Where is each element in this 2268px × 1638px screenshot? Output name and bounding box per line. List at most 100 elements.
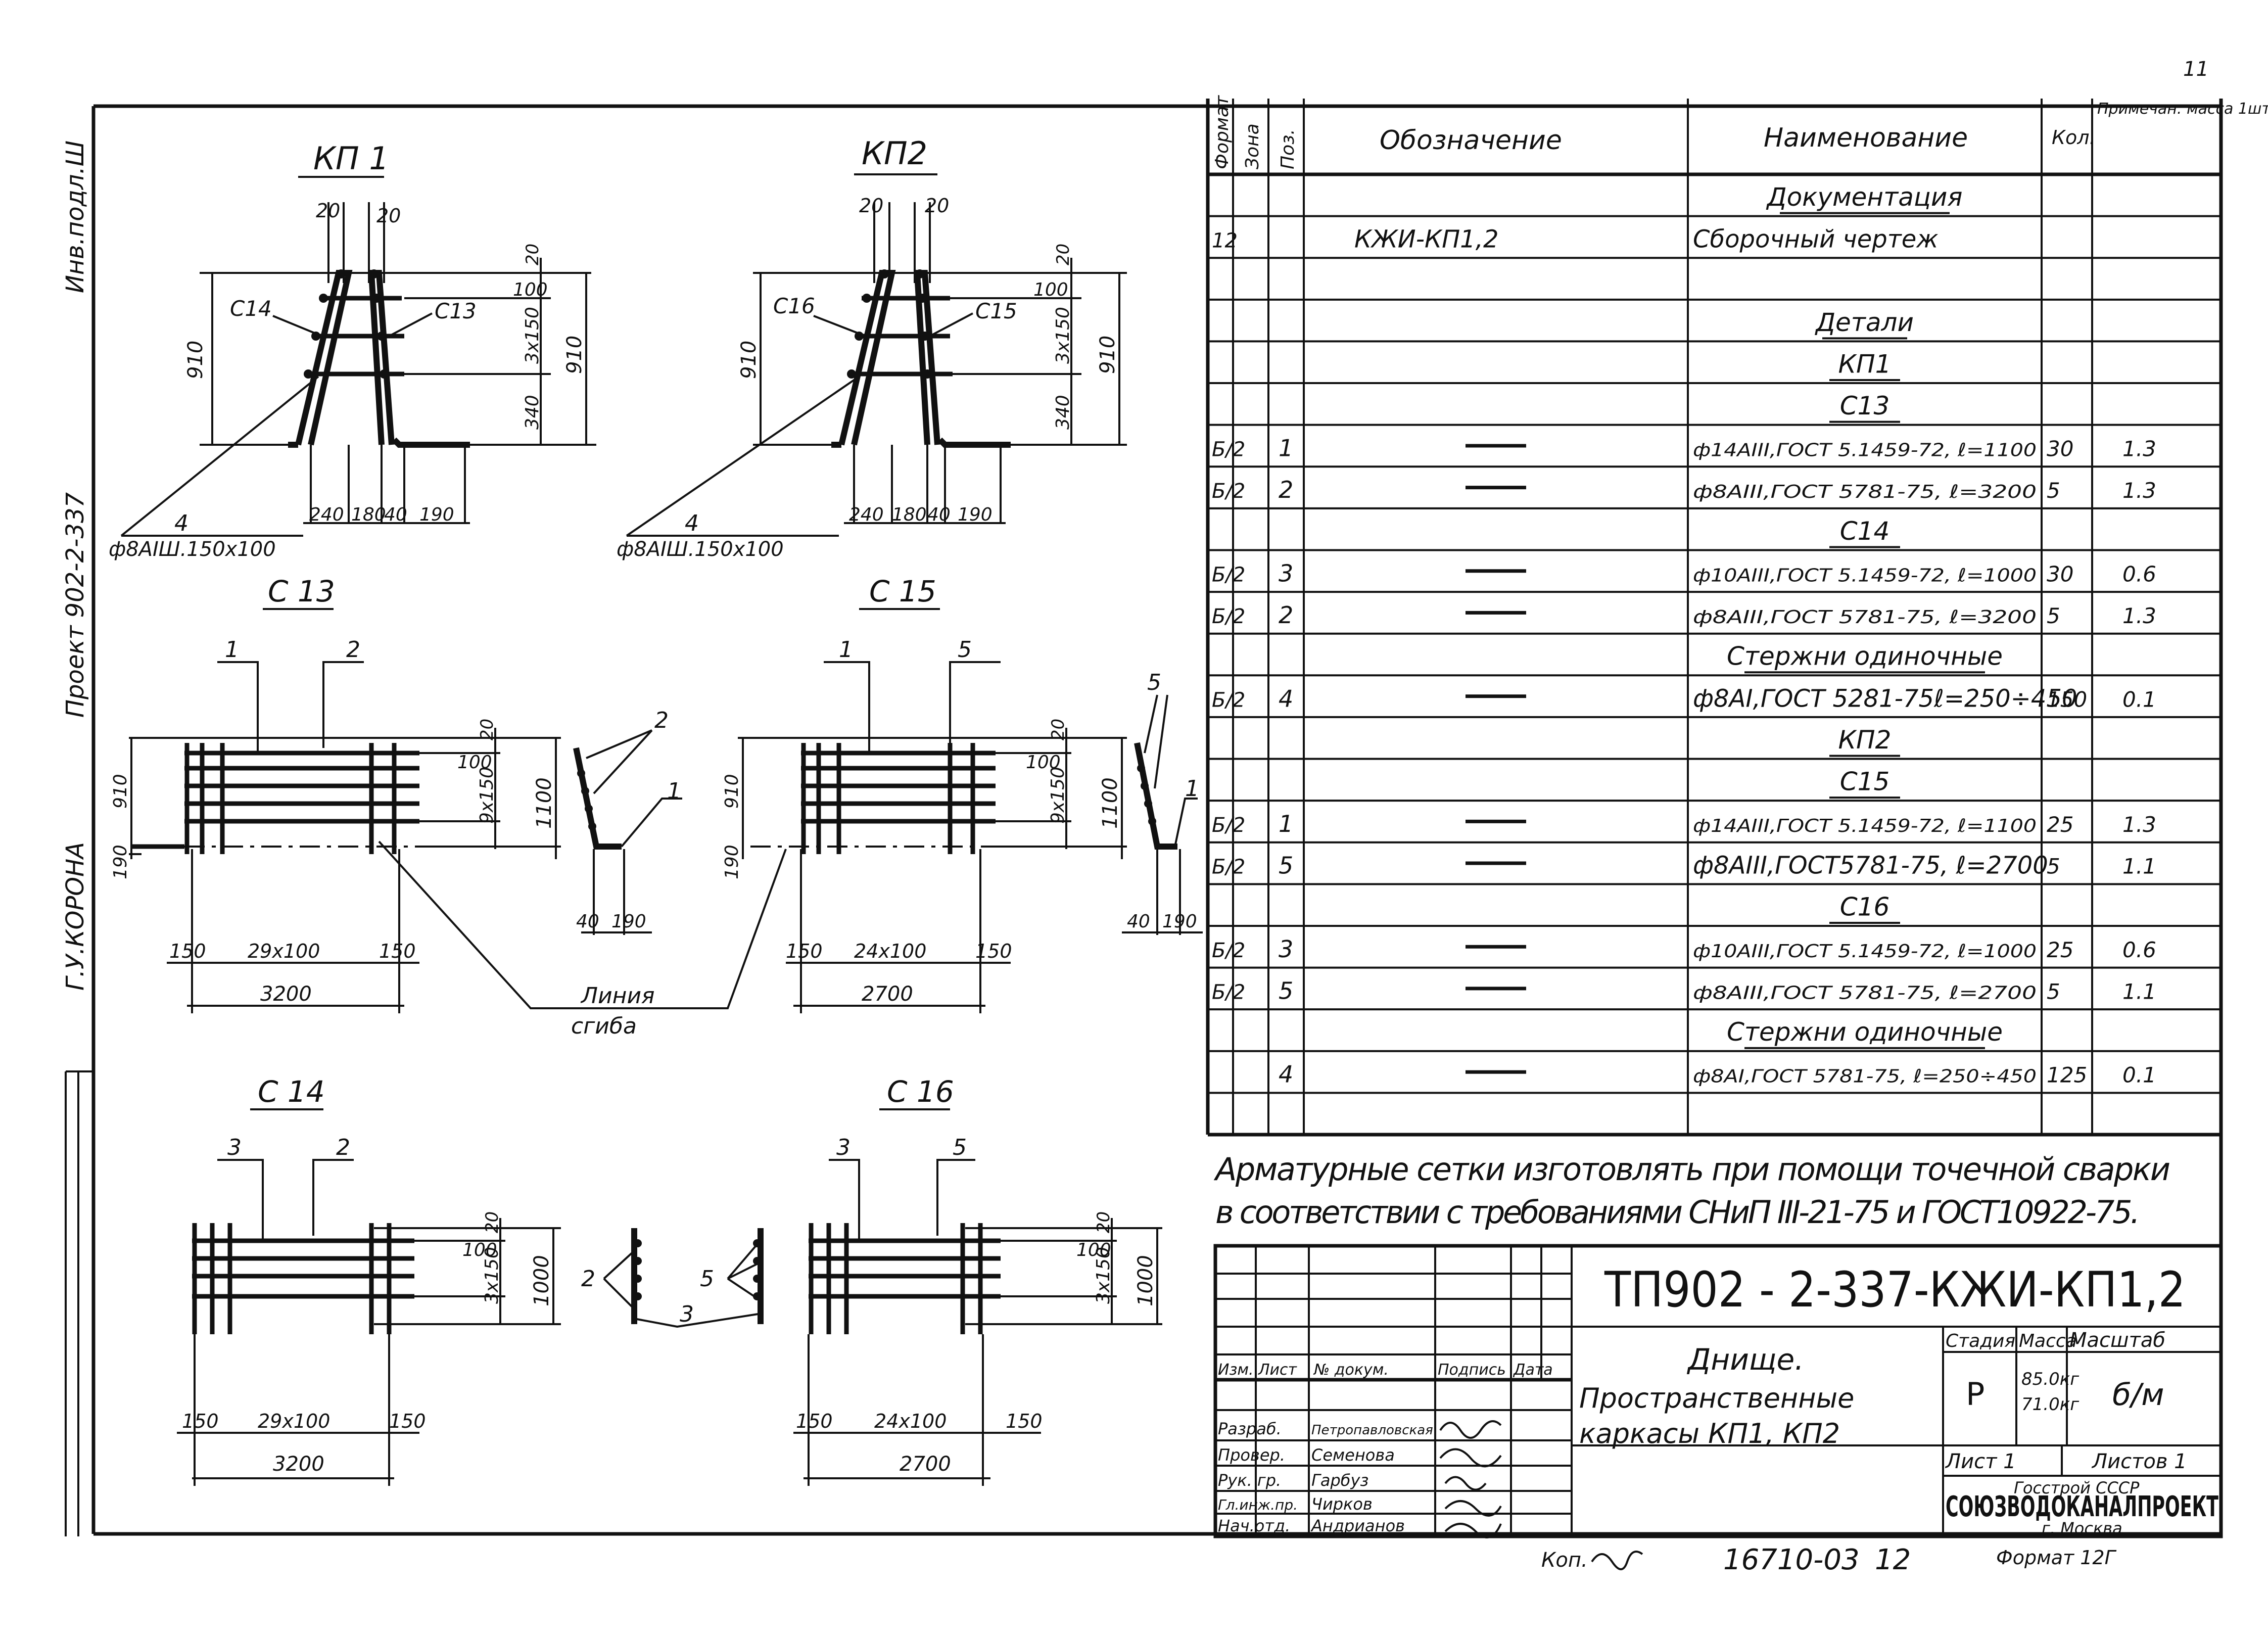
c13-profile-dim-40: 40 xyxy=(576,911,599,932)
c13-profile-num-2: 2 xyxy=(654,708,669,733)
spec-row-format: Б/2 xyxy=(1212,856,1245,879)
spec-header-name: Наименование xyxy=(1764,123,1968,153)
spec-row-qty: 5 xyxy=(2047,854,2060,879)
spec-section-title: Стержни одиночные xyxy=(1727,1017,2003,1047)
c15-dim-9x150: 9х150 xyxy=(1048,767,1068,824)
spec-row-format: 12 xyxy=(1212,229,1238,253)
footer-copier-signature xyxy=(1591,1551,1643,1570)
object-name-line2: Пространственные xyxy=(1579,1382,1854,1414)
spec-section-title: С16 xyxy=(1840,892,1890,921)
c16-dim-100: 100 xyxy=(1076,1240,1111,1260)
spec-row-name: ф8АIII,ГОСТ 5781-75, ℓ=2700 xyxy=(1693,983,2037,1004)
mass-value-2: 71.0кг xyxy=(2021,1394,2080,1415)
c15-profile-num-1: 1 xyxy=(1185,776,1199,802)
kp1-dim-100: 100 xyxy=(513,279,548,300)
spec-row-mass: 1.3 xyxy=(2122,437,2156,461)
person-group-lead: Гарбуз xyxy=(1311,1471,1368,1490)
c14-dim-3x150: 3х150 xyxy=(482,1247,502,1304)
kp1-dim-910-right: 910 xyxy=(563,336,586,374)
kp1-dim-20a: 20 xyxy=(316,200,340,222)
kp2-dim-340: 340 xyxy=(1053,395,1073,430)
c15-num-1: 1 xyxy=(839,637,853,663)
c14-num-2: 2 xyxy=(336,1135,350,1160)
spec-row-name: ф8АI,ГОСТ 5781-75, ℓ=250÷450 xyxy=(1693,1066,2037,1087)
kp1-dim-340: 340 xyxy=(522,395,543,430)
kp2-dim-180: 180 xyxy=(892,504,927,525)
kp2-title: КП2 xyxy=(862,135,927,172)
spec-row-designation: КЖИ-КП1,2 xyxy=(1354,225,1499,254)
kp2-label-c15: С15 xyxy=(975,299,1017,323)
role-checker: Провер. xyxy=(1218,1445,1285,1465)
sheet-count: Листов 1 xyxy=(2091,1450,2187,1473)
c13-dim-100: 100 xyxy=(457,752,492,773)
kp1-dim-3x150: 3х150 xyxy=(522,307,543,364)
kp1-dim-20b: 20 xyxy=(376,205,401,227)
c13-profile-num-1: 1 xyxy=(667,778,681,804)
person-chief-engineer: Чирков xyxy=(1311,1494,1373,1514)
mass-label: Масса xyxy=(2019,1331,2077,1351)
c13-dim-20: 20 xyxy=(477,719,497,740)
c15-profile-num-5: 5 xyxy=(1147,670,1161,695)
scale-value: б/м xyxy=(2112,1377,2164,1413)
spec-row-mass: 1.3 xyxy=(2122,603,2156,628)
spec-row-pos: 1 xyxy=(1279,435,1293,462)
person-checker: Семенова xyxy=(1311,1445,1395,1465)
kp2-dim-240: 240 xyxy=(849,504,884,525)
spec-row-name: ф14АIII,ГОСТ 5.1459-72, ℓ=1100 xyxy=(1693,440,2037,461)
spec-row-name: ф8АIII,ГОСТ 5781-75, ℓ=3200 xyxy=(1693,482,2037,502)
kp1-label-c14: С14 xyxy=(230,296,272,321)
spec-row-name: ф10АIII,ГОСТ 5.1459-72, ℓ=1000 xyxy=(1693,565,2037,586)
kp1-leader-num: 4 xyxy=(174,510,188,536)
c15-profile-dim-40: 40 xyxy=(1127,911,1150,932)
general-note-line1: Арматурные сетки изготовлять при помощи … xyxy=(1213,1151,2170,1188)
c14-dim-29x100: 29х100 xyxy=(258,1410,330,1432)
spec-row-pos: 2 xyxy=(1279,476,1293,503)
c15-dim-150b: 150 xyxy=(975,940,1012,962)
c14-profile-num-3: 3 xyxy=(680,1301,694,1327)
spec-row-format: Б/2 xyxy=(1212,605,1245,628)
kp2-dim-910-left: 910 xyxy=(737,341,761,379)
spec-row-format: Б/2 xyxy=(1212,438,1245,461)
general-note-line2: в соответствии с требованиями СНиП III-2… xyxy=(1215,1194,2140,1231)
spec-section-title: Стержни одиночные xyxy=(1727,642,2003,671)
spec-header-pos: Поз. xyxy=(1278,129,1298,169)
c15-dim-100: 100 xyxy=(1026,752,1061,773)
general-note: Арматурные сетки изготовлять при помощи … xyxy=(1213,1151,2170,1231)
kp1-section-drawing: КП 1 2 xyxy=(109,140,596,561)
signature-dept-head xyxy=(1444,1523,1502,1538)
c16-profile-num-5: 5 xyxy=(700,1266,714,1292)
title-col-date: Дата xyxy=(1513,1361,1553,1379)
spec-row-pos: 3 xyxy=(1279,559,1293,587)
kp2-label-c16: С16 xyxy=(773,294,815,318)
spec-row-mass: 0.1 xyxy=(2122,687,2156,712)
c14-profile-num-2: 2 xyxy=(581,1266,595,1292)
kp2-dim-40: 40 xyxy=(927,504,951,525)
kp1-dim-20c: 20 xyxy=(523,244,543,265)
spec-header-format: Формат xyxy=(1212,95,1233,169)
kp1-dim-910-left: 910 xyxy=(184,341,207,379)
spec-row-qty: 30 xyxy=(2047,437,2073,461)
spec-row-format: Б/2 xyxy=(1212,814,1245,837)
sidebar-top-text: Инв.подл.Ш xyxy=(61,141,89,293)
bend-line-callout: Линия сгиба xyxy=(378,840,787,1039)
role-group-lead: Рук. гр. xyxy=(1218,1471,1281,1490)
c14-dim-150a: 150 xyxy=(182,1410,219,1432)
org-city: г. Москва xyxy=(2042,1519,2122,1538)
c16-dim-3x150: 3х150 xyxy=(1093,1247,1114,1304)
spec-row-format: Б/2 xyxy=(1212,563,1245,586)
spec-row-pos: 5 xyxy=(1279,852,1293,879)
role-chief-engineer: Гл.инж.пр. xyxy=(1218,1496,1298,1513)
spec-section-title: КП1 xyxy=(1838,349,1892,379)
c13-dim-190: 190 xyxy=(110,845,131,879)
spec-header-qty: Кол. xyxy=(2052,126,2096,149)
footer-sheet: 12 xyxy=(1875,1543,1911,1576)
c16-dim-150a: 150 xyxy=(796,1410,833,1432)
title-col-doc: № докум. xyxy=(1313,1361,1389,1379)
spec-row-pos: 4 xyxy=(1279,1061,1293,1088)
kp1-leader-text: ф8АIШ.150х100 xyxy=(109,538,276,561)
c15-dim-2700: 2700 xyxy=(862,982,913,1006)
c15-dim-24x100: 24х100 xyxy=(854,940,926,962)
c14-dim-150b: 150 xyxy=(389,1410,426,1432)
